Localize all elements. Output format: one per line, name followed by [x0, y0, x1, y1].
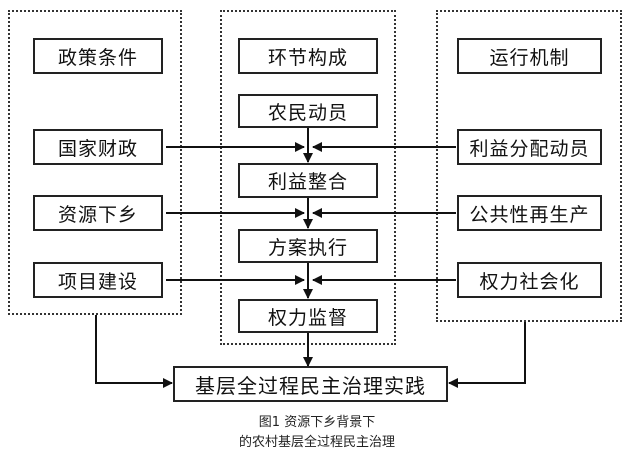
- figure-caption-line2: 的农村基层全过程民主治理: [238, 435, 395, 450]
- power-socialization-box: 权力社会化: [457, 262, 602, 298]
- resources-to-countryside-box: 资源下乡: [33, 195, 163, 231]
- farmer-mobilization-box: 农民动员: [238, 94, 378, 128]
- national-finance-box: 国家财政: [33, 129, 163, 165]
- operating-mechanism-frame: [436, 10, 622, 322]
- policy-conditions-frame: [8, 10, 182, 315]
- policy-conditions-header: 政策条件: [33, 38, 163, 74]
- figure-caption-line1: 图1 资源下乡背景下: [258, 415, 376, 430]
- power-supervision-box: 权力监督: [238, 299, 378, 333]
- plan-execution-box: 方案执行: [238, 229, 378, 263]
- project-construction-box: 项目建设: [33, 262, 163, 298]
- interest-integration-box: 利益整合: [238, 163, 378, 198]
- benefit-distribution-mobilization-box: 利益分配动员: [457, 129, 602, 165]
- result-box: 基层全过程民主治理实践: [173, 366, 448, 402]
- arrow-right-to-result: [448, 322, 526, 388]
- arrow-left-to-result: [95, 315, 173, 388]
- process-components-header: 环节构成: [238, 38, 378, 74]
- publicness-reproduction-box: 公共性再生产: [457, 195, 602, 231]
- operating-mechanism-header: 运行机制: [457, 38, 602, 74]
